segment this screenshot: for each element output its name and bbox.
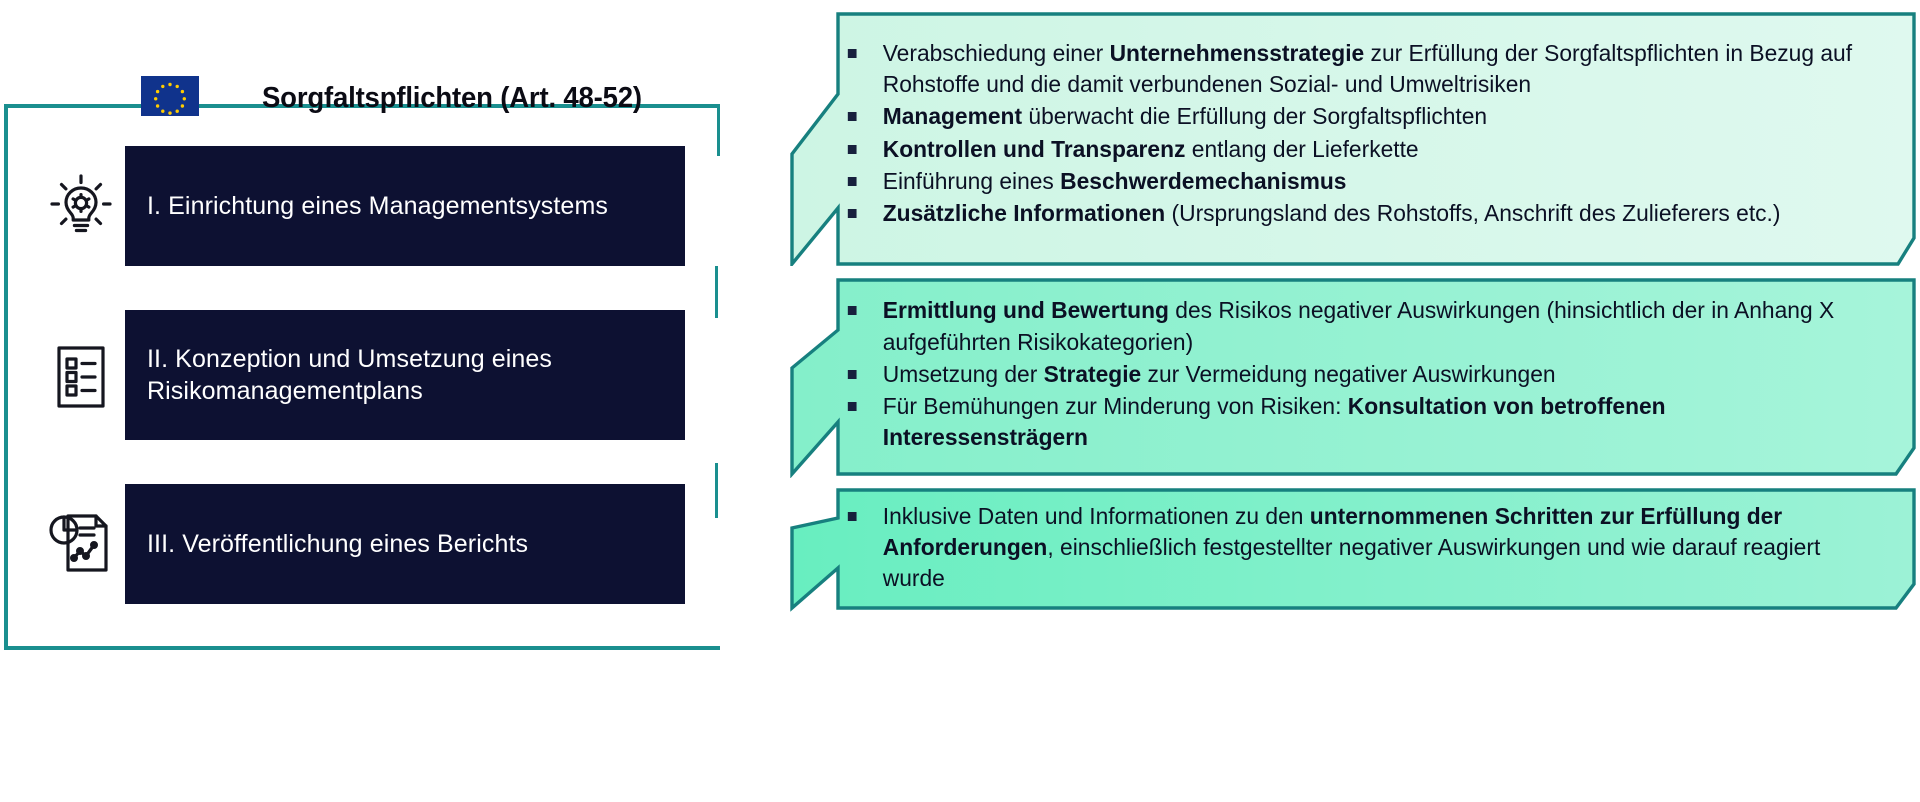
- panel-2-shape: [790, 272, 1916, 478]
- bullet-item: Kontrollen und Transparenz entlang der L…: [842, 134, 1861, 165]
- checklist-icon: [44, 340, 118, 414]
- report-chart-icon: [44, 504, 118, 578]
- panel-1-shape: [790, 2, 1916, 266]
- panel-3-bullet-list: Inklusive Daten und Informationen zu den…: [842, 501, 1892, 596]
- panel-1-bullet-list: Verabschiedung einer Unternehmensstrateg…: [842, 38, 1892, 231]
- bullet-item: Verabschiedung einer Unternehmensstrateg…: [842, 38, 1861, 101]
- step-box-3[interactable]: III. Veröffentlichung eines Berichts: [125, 484, 685, 604]
- step-box-2[interactable]: II. Konzeption und Umsetzung eines Risik…: [125, 310, 685, 440]
- bullet-item: Für Bemühungen zur Minderung von Risiken…: [842, 391, 1861, 454]
- bullet-item: Zusätzliche Informationen (Ursprungsland…: [842, 198, 1861, 229]
- title-connector-elbow: [680, 104, 720, 156]
- step-label-3: III. Veröffentlichung eines Berichts: [147, 530, 529, 558]
- panel-1-body: Verabschiedung einer Unternehmensstrateg…: [842, 2, 1892, 266]
- bullet-item: Management überwacht die Erfüllung der S…: [842, 101, 1861, 132]
- eu-flag-icon: [141, 76, 199, 116]
- step-box-1[interactable]: I. Einrichtung eines Managementsystems: [125, 146, 685, 266]
- connector-tick-1: [715, 266, 718, 318]
- bullet-item: Inklusive Daten und Informationen zu den…: [842, 501, 1861, 595]
- lightbulb-gear-icon: [44, 166, 118, 240]
- panel-3-body: Inklusive Daten und Informationen zu den…: [842, 484, 1892, 612]
- page-title: Sorgfaltspflichten (Art. 48-52): [262, 82, 642, 114]
- panel-2-body: Ermittlung und Bewertung des Risikos neg…: [842, 272, 1892, 478]
- bullet-item: Einführung eines Beschwerdemechanismus: [842, 166, 1861, 197]
- bullet-item: Umsetzung der Strategie zur Vermeidung n…: [842, 359, 1861, 390]
- detail-panel-3: Inklusive Daten und Informationen zu den…: [790, 484, 1916, 612]
- step-label-1: I. Einrichtung eines Managementsystems: [147, 192, 608, 220]
- connector-tick-2: [715, 463, 718, 518]
- bullet-item: Ermittlung und Bewertung des Risikos neg…: [842, 295, 1861, 358]
- panel-2-bullet-list: Ermittlung und Bewertung des Risikos neg…: [842, 295, 1892, 454]
- step-label-2: II. Konzeption und Umsetzung eines Risik…: [147, 345, 553, 405]
- panel-3-shape: [790, 484, 1916, 612]
- detail-panel-2: Ermittlung und Bewertung des Risikos neg…: [790, 272, 1916, 478]
- detail-panel-1: Verabschiedung einer Unternehmensstrateg…: [790, 2, 1916, 266]
